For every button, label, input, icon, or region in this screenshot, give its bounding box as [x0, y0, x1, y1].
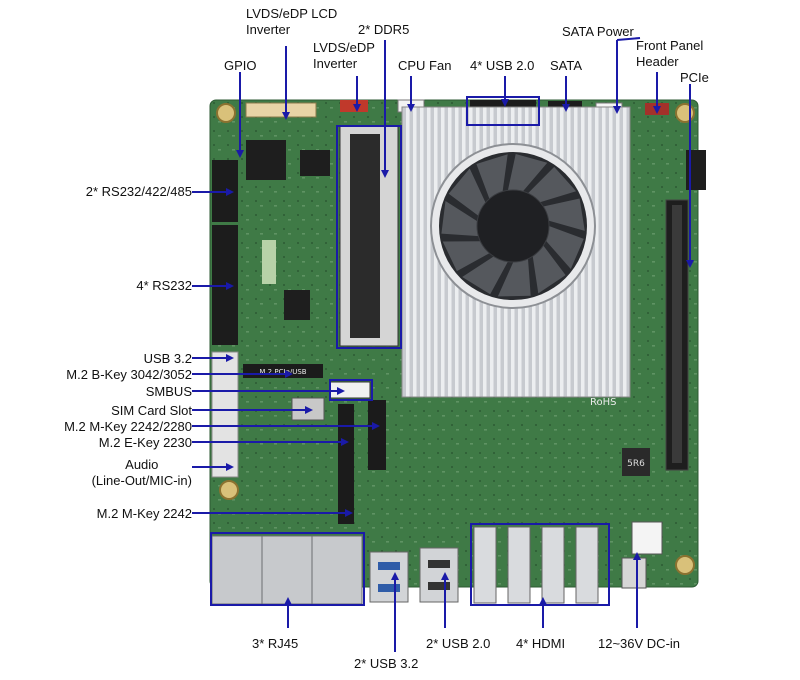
label-rs232: 4* RS232 — [136, 278, 192, 293]
choke — [622, 448, 650, 476]
choke-mark: 5R6 — [627, 459, 645, 469]
label-hdmi: 4* HDMI — [516, 636, 566, 651]
label-lvds-inverter: LVDS/eDP Inverter — [313, 40, 375, 71]
label-sim-slot: SIM Card Slot — [111, 403, 192, 418]
label-rs232-422-485: 2* RS232/422/485 — [85, 184, 192, 199]
ddr5-slot-inner — [350, 134, 380, 338]
label-lvds-lcd-inverter: LVDS/eDP LCD Inverter — [246, 6, 338, 37]
m2-ekey-slot — [338, 404, 354, 524]
label-usb20-bottom: 2* USB 2.0 — [426, 636, 491, 651]
dc-jack — [621, 557, 647, 589]
mount-hole-bl — [219, 480, 239, 500]
label-ddr5: 2* DDR5 — [358, 22, 410, 37]
rohs-mark: RoHS — [590, 397, 616, 408]
label-sticker — [262, 240, 276, 284]
label-dc-in: 12~36V DC-in — [598, 636, 681, 651]
mount-hole-tr — [675, 103, 695, 123]
label-sata: SATA — [550, 58, 583, 73]
label-m2-mkey-2242-2280: M.2 M-Key 2242/2280 — [64, 419, 192, 434]
label-usb32-bottom: 2* USB 3.2 — [354, 656, 419, 671]
label-usb32-left: USB 3.2 — [143, 351, 192, 366]
cpu-fan — [430, 143, 596, 309]
usb20-ports — [419, 547, 459, 603]
left-connector-strip — [211, 351, 239, 478]
pcie-slot-key — [672, 205, 682, 463]
label-sata-power: SATA Power — [562, 24, 634, 39]
label-m2-mkey-2242: M.2 M-Key 2242 — [96, 506, 192, 521]
dc-in-connector — [631, 521, 663, 555]
chip-c — [284, 290, 310, 320]
label-cpu-fan: CPU Fan — [398, 58, 452, 73]
m2-bkey-silk: M.2 PCIe/USB — [259, 368, 306, 376]
chip-a — [246, 140, 286, 180]
lvds-lcd-connector — [245, 102, 317, 118]
label-rj45: 3* RJ45 — [252, 636, 299, 651]
label-m2-bkey: M.2 B-Key 3042/3052 — [66, 367, 192, 382]
label-pcie: PCIe — [680, 70, 709, 85]
label-smbus: SMBUS — [145, 384, 192, 399]
label-audio: Audio (Line-Out/MIC-in) — [91, 457, 192, 488]
callout-arrowheads — [226, 99, 694, 605]
usb32-ports — [369, 551, 409, 603]
label-gpio: GPIO — [224, 58, 257, 73]
callout-lines — [192, 37, 691, 652]
label-front-panel: Front Panel Header — [636, 38, 704, 69]
label-usb20-top: 4* USB 2.0 — [470, 58, 535, 73]
rj45-ports — [211, 535, 363, 605]
m2-mkey-slot — [368, 400, 386, 470]
hdmi-ports — [473, 526, 599, 604]
chip-b — [300, 150, 330, 176]
mount-hole-br — [675, 555, 695, 575]
mount-hole-tl — [216, 103, 236, 123]
label-m2-ekey: M.2 E-Key 2230 — [98, 435, 192, 450]
